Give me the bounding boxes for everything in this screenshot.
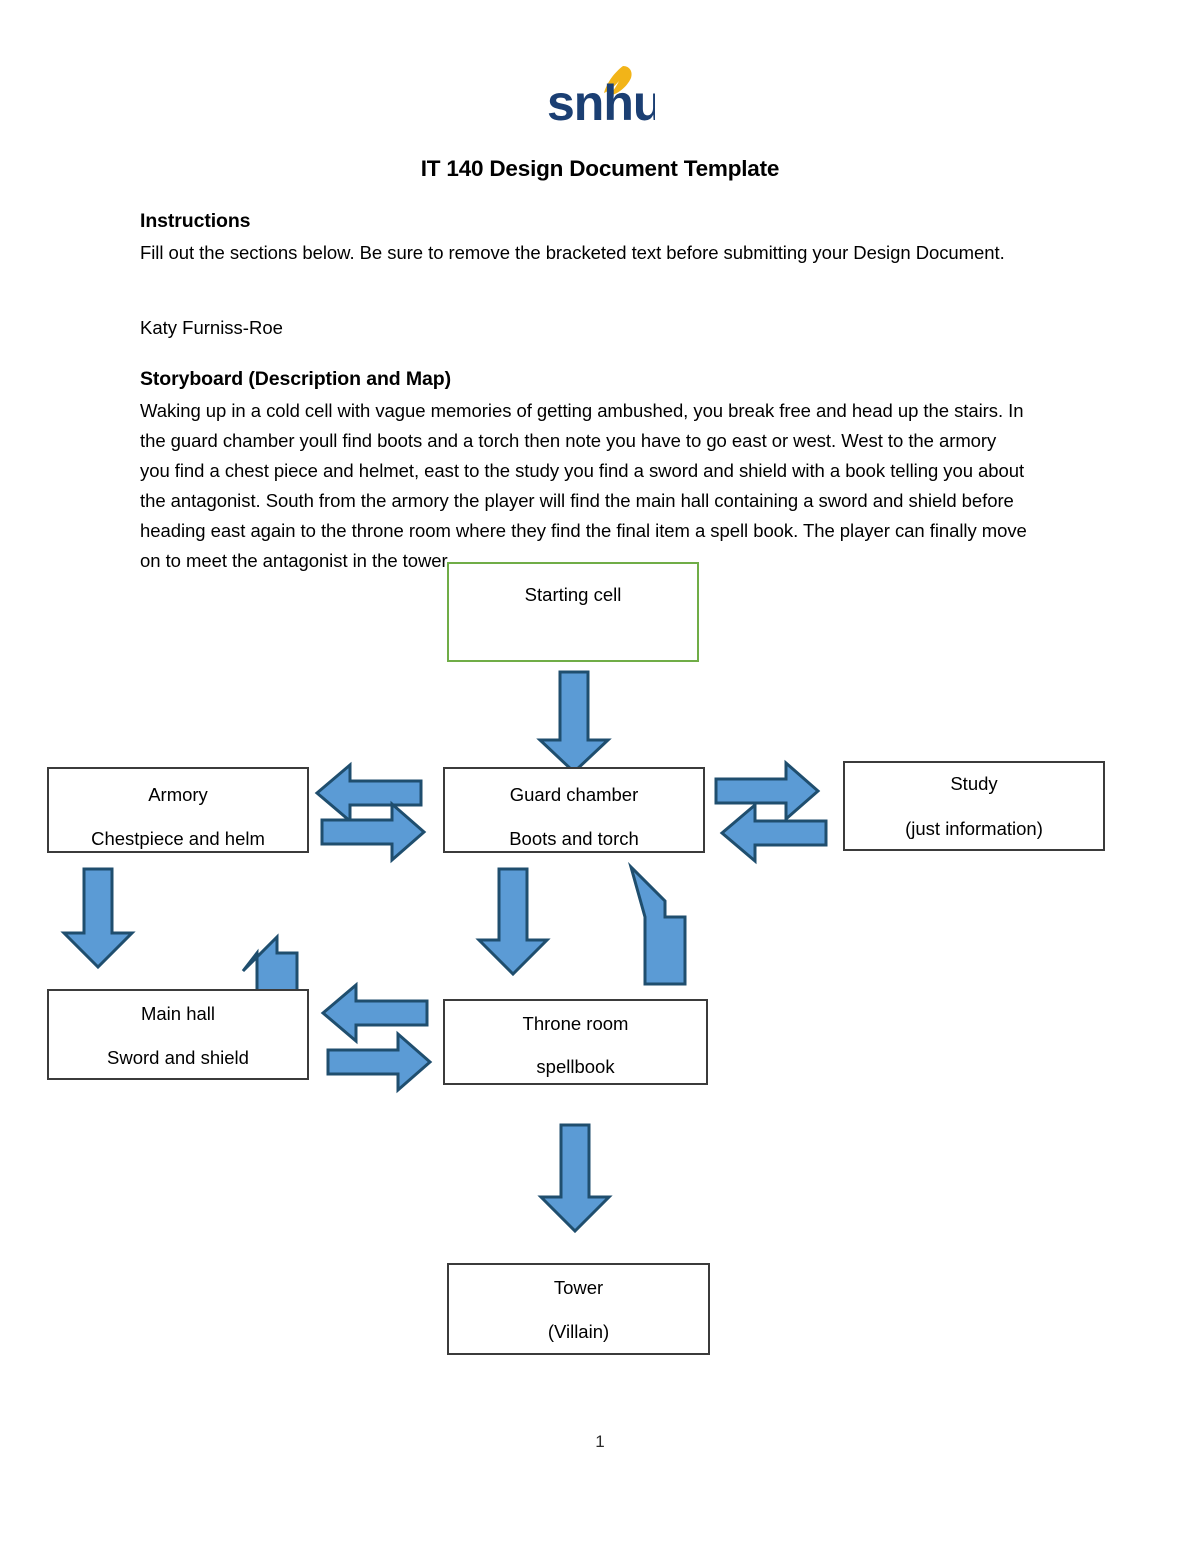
- node-label-primary: Main hall: [140, 1003, 216, 1024]
- node-label-primary: Tower: [553, 1277, 604, 1298]
- arrow-start-to-guard: [536, 670, 612, 775]
- node-label-primary: Armory: [148, 784, 208, 805]
- arrow-guard-to-study: [714, 759, 821, 823]
- page-title: IT 140 Design Document Template: [420, 156, 780, 181]
- node-label-primary: Throne room: [522, 1013, 629, 1034]
- author-name: Katy Furniss-Roe: [140, 317, 283, 338]
- arrow-study-to-guard: [719, 801, 828, 865]
- diagram-node-guard-chamber[interactable]: Guard chamber Boots and torch: [443, 767, 705, 853]
- arrow-guard-to-armory: [314, 761, 423, 825]
- diagram-node-throne-room[interactable]: Throne room spellbook: [443, 999, 708, 1085]
- diagram-node-main-hall[interactable]: Main hall Sword and shield: [47, 989, 309, 1080]
- node-label-primary: Study: [950, 773, 998, 794]
- storyboard-heading: Storyboard (Description and Map): [140, 368, 451, 390]
- svg-text:snhu: snhu: [547, 75, 655, 128]
- node-label-secondary: Sword and shield: [107, 1047, 249, 1068]
- node-label-secondary: Chestpiece and helm: [91, 828, 265, 849]
- diagram-node-study[interactable]: Study (just information): [843, 761, 1105, 851]
- diagram-node-starting-cell[interactable]: Starting cell: [447, 562, 699, 662]
- diagram-node-tower[interactable]: Tower (Villain): [447, 1263, 710, 1355]
- node-label-secondary: (just information): [905, 818, 1043, 839]
- arrow-throne-to-guard: [628, 861, 687, 986]
- snhu-logo: snhu: [0, 62, 1200, 128]
- node-label-primary: Guard chamber: [509, 784, 639, 805]
- node-label-secondary: spellbook: [536, 1056, 615, 1077]
- node-label-primary: Starting cell: [524, 584, 622, 605]
- arrow-guard-to-throne: [475, 867, 551, 977]
- arrow-mainhall-to-throne: [326, 1030, 433, 1094]
- page-number: 1: [595, 1432, 605, 1451]
- arrow-armory-to-guard: [320, 800, 427, 864]
- instructions-heading: Instructions: [140, 210, 251, 232]
- node-label-secondary: (Villain): [547, 1321, 610, 1342]
- arrow-throne-to-mainhall: [320, 981, 429, 1045]
- snhu-logo-icon: snhu: [547, 66, 655, 128]
- arrow-armory-to-mainhall: [60, 867, 136, 970]
- instructions-body: Fill out the sections below. Be sure to …: [140, 242, 1005, 263]
- diagram-node-armory[interactable]: Armory Chestpiece and helm: [47, 767, 309, 853]
- storyboard-body: Waking up in a cold cell with vague memo…: [140, 400, 1027, 571]
- node-label-secondary: Boots and torch: [509, 828, 639, 849]
- arrow-throne-to-tower: [537, 1123, 613, 1234]
